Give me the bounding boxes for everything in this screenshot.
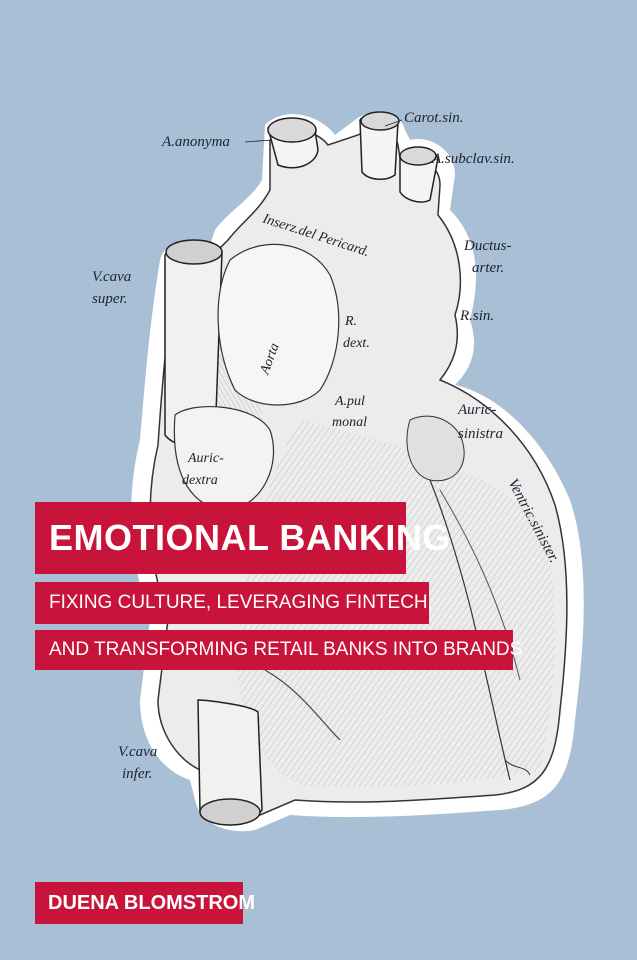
- label-dext: dext.: [343, 336, 370, 351]
- label-dextra: dextra: [182, 473, 218, 488]
- label-carot: Carot.sin.: [404, 110, 463, 126]
- book-title: EMOTIONAL BANKING: [35, 502, 450, 574]
- book-author: DUENA BLOMSTROM: [35, 882, 255, 924]
- label-auric-dex: Auric-: [187, 451, 224, 466]
- label-monal: monal: [332, 415, 367, 430]
- label-vcava-inf: V.cava: [118, 744, 157, 760]
- label-super: super.: [92, 291, 127, 307]
- label-subclav: A.subclav.sin.: [431, 151, 515, 167]
- label-auric-sin: Auric-: [457, 402, 496, 418]
- label-apul: A.pul: [334, 394, 365, 409]
- label-arter: arter.: [472, 260, 504, 276]
- label-vcava-sup: V.cava: [92, 269, 131, 285]
- label-rsin: R.sin.: [459, 308, 494, 324]
- label-anonyma: A.anonyma: [161, 134, 230, 150]
- label-r: R.: [344, 314, 357, 329]
- book-subtitle-line1: FIXING CULTURE, LEVERAGING FINTECH,: [35, 582, 433, 624]
- book-subtitle-line2: AND TRANSFORMING RETAIL BANKS INTO BRAND…: [35, 630, 522, 670]
- label-sinistra: sinistra: [458, 426, 503, 442]
- label-infer: infer.: [122, 766, 152, 782]
- label-ductus: Ductus-: [463, 238, 512, 254]
